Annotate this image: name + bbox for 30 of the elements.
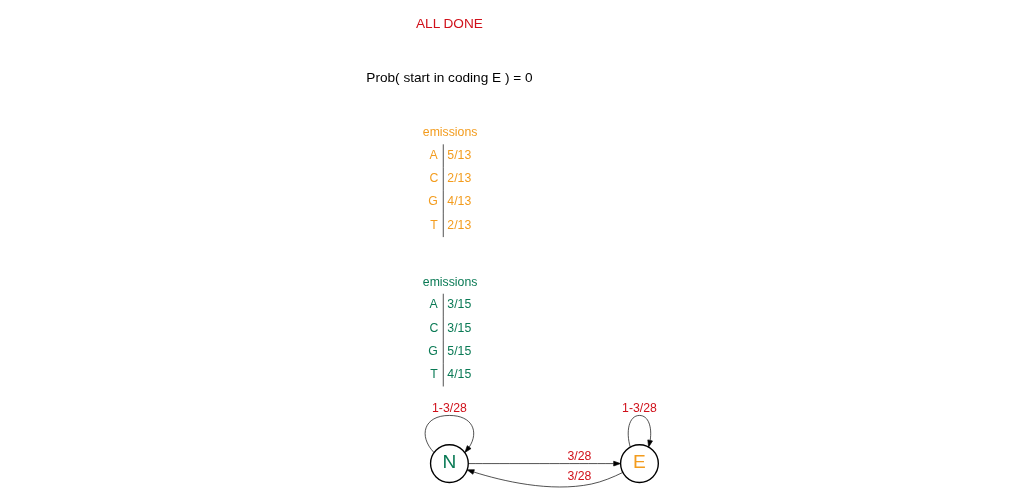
label: 5/15 <box>447 343 472 358</box>
label: 4/13 <box>447 193 472 208</box>
label: T <box>430 366 438 381</box>
node-circle: E <box>619 443 659 483</box>
arrow <box>466 468 623 487</box>
label: 3/15 <box>447 320 472 335</box>
label: 3/15 <box>447 296 472 311</box>
arrow <box>627 414 653 447</box>
label: T <box>430 217 438 231</box>
arrow <box>424 414 474 453</box>
label: C <box>429 320 439 335</box>
edge-label: 3/28 <box>567 468 592 483</box>
label: 2/13 <box>447 170 472 185</box>
label: 2/13 <box>447 217 472 231</box>
label: Prob( start in coding E ) = 0 <box>366 69 533 85</box>
label: A <box>429 296 438 311</box>
edge-label: 1-3/28 <box>432 400 467 415</box>
arrow <box>468 460 621 466</box>
node-circle: N <box>429 443 469 483</box>
label: ALL DONE <box>415 15 483 31</box>
label: emissions <box>422 274 478 289</box>
label: 5/13 <box>447 147 472 162</box>
label: G <box>428 193 438 208</box>
edge-label: 1-3/28 <box>622 400 657 415</box>
edge-label: 3/28 <box>567 448 592 463</box>
label: 4/15 <box>447 366 472 381</box>
label: C <box>429 170 439 185</box>
label: G <box>428 343 438 358</box>
label: emissions <box>422 124 478 139</box>
label: A <box>429 147 438 162</box>
